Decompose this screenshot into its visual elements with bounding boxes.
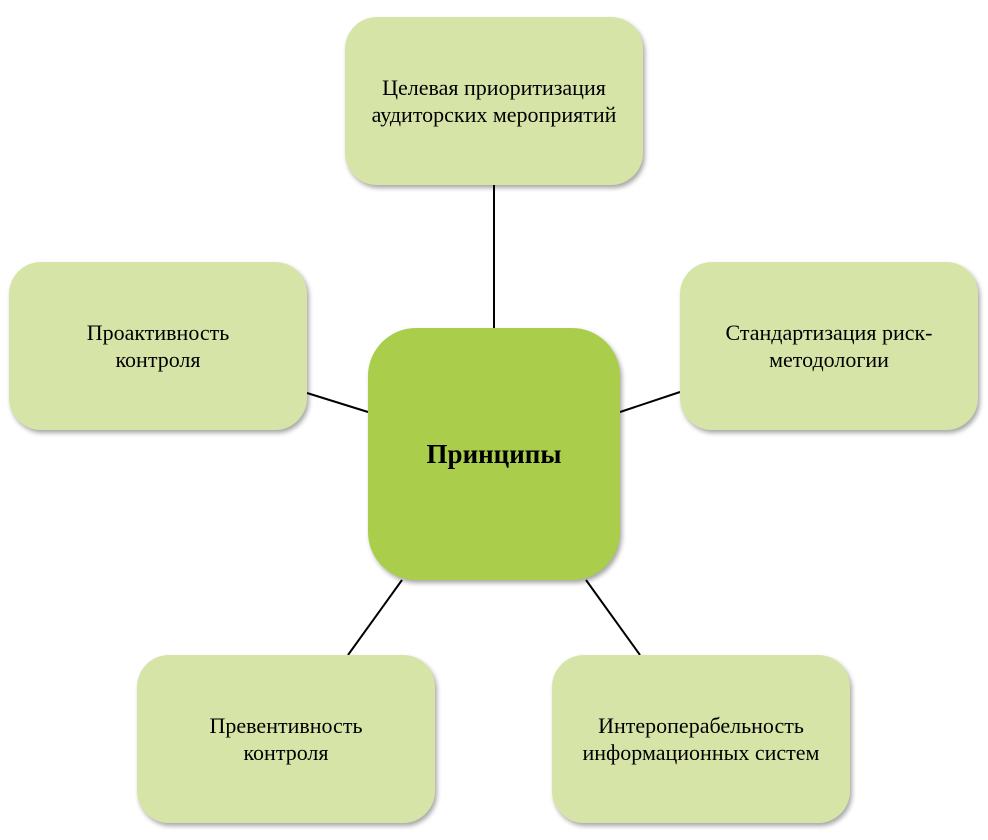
center-node: Принципы: [368, 328, 620, 580]
center-label: Принципы: [426, 438, 562, 469]
node-label: Интероперабельность информационных систе…: [582, 713, 820, 765]
node-standardization: Стандартизация риск-методологии: [680, 262, 978, 430]
node-interoperability: Интероперабельность информационных систе…: [552, 655, 850, 823]
connector-right: [619, 391, 681, 413]
connector-left: [306, 392, 369, 413]
connector-bottom-left: [347, 579, 403, 656]
node-label: Проактивность контроля: [86, 320, 230, 372]
node-label: Целевая приоритизация аудиторских меропр…: [371, 75, 617, 127]
node-label: Превентивность контроля: [209, 713, 363, 765]
node-proactivity: Проактивность контроля: [9, 262, 307, 430]
node-target-prioritization: Целевая приоритизация аудиторских меропр…: [345, 17, 643, 185]
node-label: Стандартизация риск-методологии: [725, 320, 933, 372]
node-prevention: Превентивность контроля: [137, 655, 435, 823]
connector-bottom-right: [585, 579, 641, 656]
